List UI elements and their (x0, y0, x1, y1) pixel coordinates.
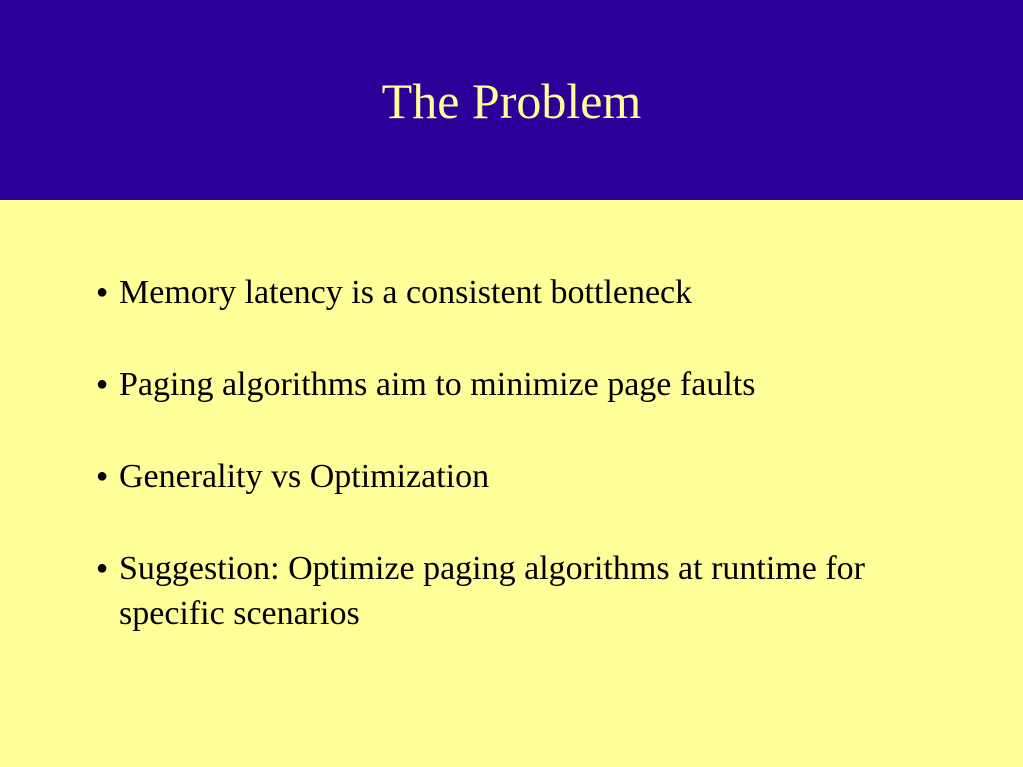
bullet-icon: ● (96, 557, 109, 579)
bullet-icon: ● (96, 281, 109, 303)
bullet-text: Generality vs Optimization (119, 458, 490, 495)
bullet-icon: ● (96, 465, 109, 487)
bullet-item: ● Generality vs Optimization (96, 454, 976, 499)
bullet-text: Paging algorithms aim to minimize page f… (119, 366, 756, 403)
bullet-item: ● Memory latency is a consistent bottlen… (96, 270, 976, 315)
bullet-list: ● Memory latency is a consistent bottlen… (96, 270, 976, 683)
bullet-item: ● Suggestion: Optimize paging algorithms… (96, 546, 976, 636)
title-bar (0, 0, 1023, 200)
bullet-icon: ● (96, 373, 109, 395)
slide-title: The Problem (381, 73, 642, 129)
bullet-text: Suggestion: Optimize paging algorithms a… (119, 550, 865, 632)
content-area (0, 200, 1023, 767)
bullet-text: Memory latency is a consistent bottlenec… (119, 274, 693, 311)
bullet-item: ● Paging algorithms aim to minimize page… (96, 362, 976, 407)
